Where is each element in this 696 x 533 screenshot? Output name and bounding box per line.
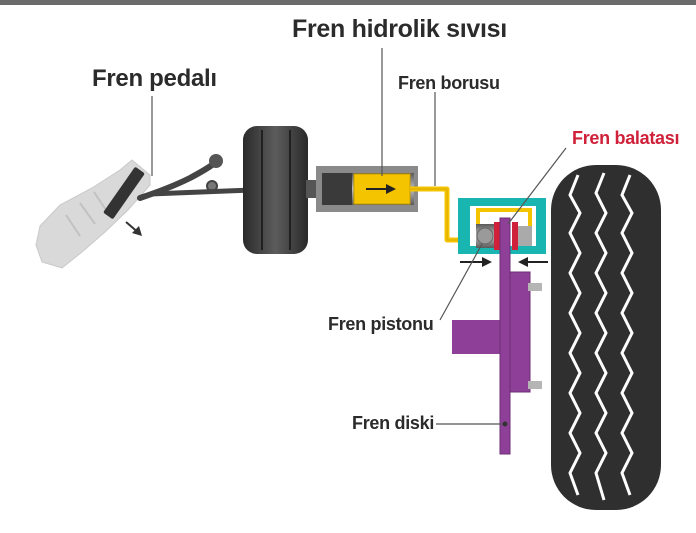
caliper-right-cyl [518, 226, 532, 246]
wheel-stud-top [528, 283, 542, 291]
piston-face [476, 227, 494, 245]
clamp-arrow-right-icon [518, 257, 528, 267]
brake-disc [499, 217, 511, 455]
brake-pad-right [512, 222, 518, 250]
piston-callout [439, 243, 483, 321]
wheel-hub-stub [452, 320, 500, 354]
pad-callout [507, 147, 567, 225]
brake-booster [243, 126, 308, 254]
fluid-label: Fren hidrolik sıvısı [292, 15, 507, 43]
tire [551, 165, 661, 510]
wheel-stud-bottom [528, 381, 542, 389]
master-piston [322, 173, 352, 205]
fluid-arrow-icon [386, 184, 396, 194]
clamp-arrow-left-icon [482, 257, 492, 267]
brake-pedal-pad [103, 167, 145, 219]
pad-label: Fren balatası [572, 128, 680, 148]
pedal-pivot [209, 154, 223, 168]
disc-label: Fren diski [352, 413, 435, 433]
pedal-label: Fren pedalı [92, 65, 217, 92]
wheel-hub-flange [507, 271, 531, 393]
pipe-label: Fren borusu [398, 73, 500, 93]
top-border [0, 0, 696, 5]
push-rod [149, 187, 253, 197]
brake-pad-left [494, 222, 500, 250]
disc-callout-dot [502, 421, 508, 427]
pedal-arrow-icon [132, 226, 142, 236]
tire-tread-pattern [568, 172, 634, 501]
piston-label: Fren pistonu [328, 314, 434, 334]
